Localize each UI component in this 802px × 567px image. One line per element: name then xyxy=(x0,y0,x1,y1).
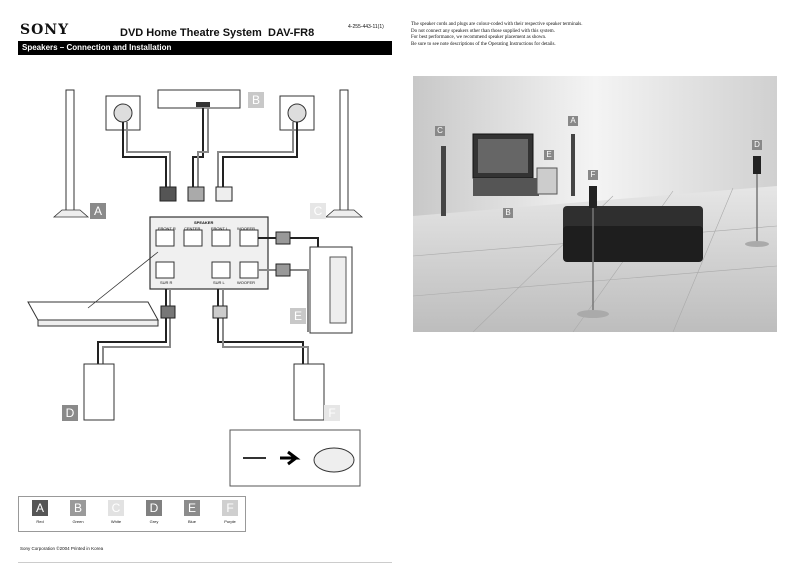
label-e: E xyxy=(290,308,306,324)
subwoofer xyxy=(309,246,353,334)
terminal-label: CENTER xyxy=(184,226,201,231)
label-c: C xyxy=(310,203,326,219)
front-left-speaker xyxy=(324,89,364,218)
legend-item: B Green xyxy=(59,500,97,524)
terminal-label: FRONT L xyxy=(211,226,229,231)
note-line: For best performance, we recommend speak… xyxy=(411,35,547,40)
brand-logo: SONY xyxy=(20,22,70,38)
dvd-main-unit xyxy=(27,251,159,327)
note-line: The speaker cords and plugs are colour-c… xyxy=(411,22,583,27)
legend-swatch: A xyxy=(32,500,48,516)
notes-block: The speaker cords and plugs are colour-c… xyxy=(411,22,583,48)
room-placement-illustration: C A E F B D xyxy=(413,76,777,332)
legend-swatch: D xyxy=(146,500,162,516)
divider xyxy=(18,562,392,563)
label-a: A xyxy=(90,203,106,219)
panel-title: SPEAKER xyxy=(194,220,214,225)
label-d: D xyxy=(62,405,78,421)
front-right-speaker xyxy=(52,89,90,218)
terminal-label: FRONT R xyxy=(158,226,176,231)
color-legend: A Red B Green C White D Grey E Blue F Pu… xyxy=(18,496,246,532)
terminal-label: SUR L xyxy=(213,280,225,285)
placement-label-f: F xyxy=(588,170,598,180)
terminal-label: WOOFER xyxy=(237,226,255,231)
legend-swatch: B xyxy=(70,500,86,516)
note-line: Do not connect any speakers other than t… xyxy=(411,28,555,34)
placement-label-d: D xyxy=(752,140,762,150)
center-speaker xyxy=(157,89,241,109)
legend-swatch: E xyxy=(184,500,200,516)
model-number: DAV-FR8 xyxy=(268,27,315,39)
connection-diagram xyxy=(27,89,364,487)
legend-item: F Purple xyxy=(211,500,249,524)
placement-label-c: C xyxy=(435,126,445,136)
label-b: B xyxy=(248,92,264,108)
legend-item: E Blue xyxy=(173,500,211,524)
terminal-label: SUR R xyxy=(160,280,173,285)
terminal-label: WOOFER xyxy=(237,280,255,285)
legend-item: A Red xyxy=(21,500,59,524)
product-title: DVD Home Theatre System xyxy=(120,27,262,39)
legend-item: C White xyxy=(97,500,135,524)
placement-label-e: E xyxy=(544,150,554,160)
label-f: F xyxy=(324,405,340,421)
legend-swatch: F xyxy=(222,500,238,516)
note-line: Be sure to see note descriptions of the … xyxy=(411,41,556,47)
legend-item: D Grey xyxy=(135,500,173,524)
placement-label-a: A xyxy=(568,116,578,126)
placement-label-b: B xyxy=(503,208,513,218)
document-number: 4-255-443-11(1) xyxy=(348,24,384,30)
legend-swatch: C xyxy=(108,500,124,516)
section-title: Speakers – Connection and Installation xyxy=(18,41,392,55)
footer-text: Sony Corporation ©2004 Printed in Korea xyxy=(20,546,104,551)
